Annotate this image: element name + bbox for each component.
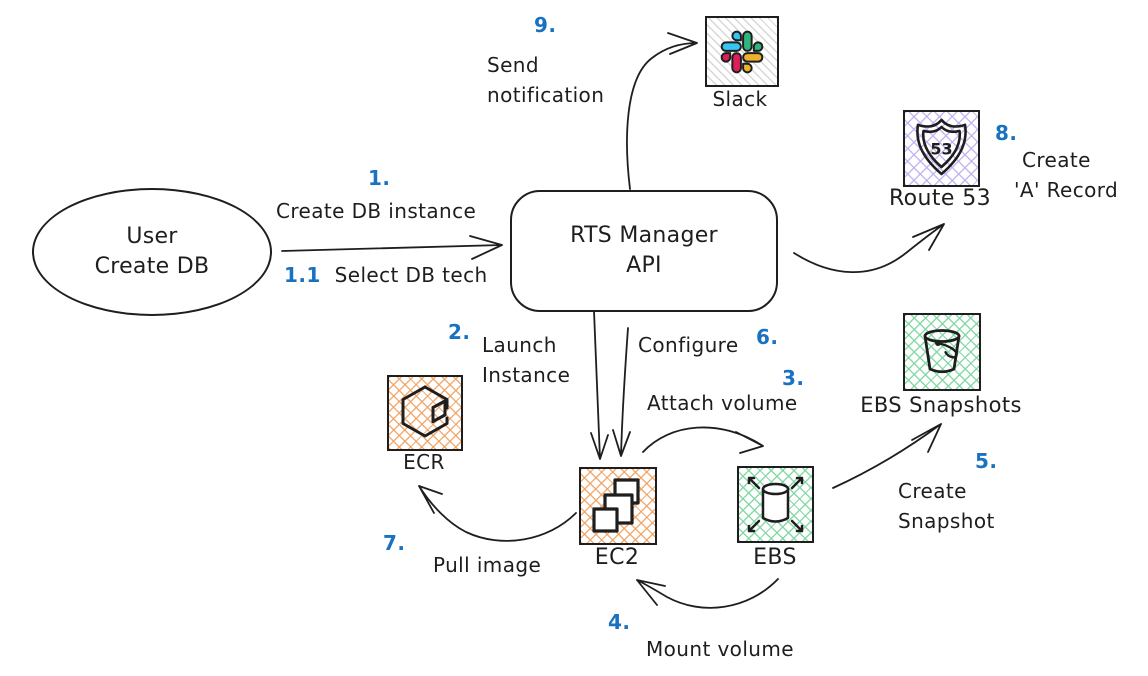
slack-logo-icon (720, 30, 764, 73)
step8-label-line2: 'A' Record (1014, 178, 1119, 202)
ebs-caption: EBS (753, 545, 797, 570)
route53-caption: Route 53 (888, 186, 992, 211)
step6-number: 6. (756, 325, 779, 349)
step1-1: 1.1 Select DB tech (284, 260, 488, 290)
ecr-icon (387, 375, 463, 451)
user-label-line2: Create DB (94, 254, 210, 279)
step9-label-line2: notification (487, 83, 605, 107)
ec2-icon (579, 467, 657, 545)
node-rts-manager-api: RTS Manager API (510, 190, 778, 312)
step1-1-label: Select DB tech (334, 263, 488, 287)
step2-label-line2: Instance (482, 363, 571, 387)
step8-number: 8. (995, 121, 1018, 145)
rts-label-line1: RTS Manager (570, 223, 718, 248)
step7-label: Pull image (433, 553, 542, 577)
edge-rts-to-ec2-straight (590, 310, 609, 460)
step5-label-line1: Create (898, 479, 967, 503)
edge-rts-to-route53 (793, 223, 945, 274)
edge-rts-to-ec2-configure (612, 327, 631, 457)
slack-caption: Slack (712, 87, 768, 111)
ec2-caption: EC2 (594, 545, 640, 570)
step4-number: 4. (608, 610, 631, 634)
step3-number: 3. (782, 366, 805, 390)
edge-ebs-to-ec2-mount (636, 578, 779, 609)
route53-icon: 53 (903, 110, 980, 187)
step2-number: 2. (448, 320, 471, 344)
step5-label: Create Snapshot (898, 476, 995, 536)
ec2-instances-icon (592, 478, 640, 533)
step6-label: Configure (638, 333, 739, 357)
bucket-icon (923, 329, 961, 374)
step1-1-number: 1.1 (284, 263, 321, 287)
step4-label: Mount volume (646, 637, 794, 661)
step8-label-line1: Create (1022, 148, 1091, 172)
ebs-volume-icon (747, 476, 804, 533)
ecr-caption: ECR (403, 450, 445, 474)
step7-number: 7. (383, 531, 406, 555)
rts-label-line2: API (626, 253, 662, 278)
edge-ec2-to-ecr-pull (418, 485, 577, 542)
node-user: User Create DB (32, 188, 272, 316)
edge-rts-to-slack (626, 32, 698, 190)
step1-number: 1. (368, 166, 391, 190)
ebs-icon (737, 466, 814, 543)
step2-label: Launch Instance (482, 330, 570, 390)
step1-label: Create DB instance (276, 199, 477, 223)
edge-ebs-to-snapshots (832, 423, 942, 489)
route53-shield-number: 53 (930, 140, 952, 159)
step9-label: Send notification (487, 50, 604, 110)
edge-user-to-rts (281, 235, 503, 260)
edge-ec2-to-ebs-attach (642, 426, 764, 454)
step8-label: Create 'A' Record (1014, 145, 1118, 205)
slack-icon (705, 16, 779, 87)
ebs-snapshots-caption: EBS Snapshots (860, 393, 1022, 417)
user-label-line1: User (126, 224, 178, 249)
step3-label: Attach volume (647, 391, 798, 415)
step9-label-line1: Send (487, 53, 539, 77)
ecr-cube-icon (401, 385, 449, 438)
step2-label-line1: Launch (482, 333, 557, 357)
step9-number: 9. (534, 13, 557, 37)
step5-label-line2: Snapshot (898, 509, 995, 533)
route53-shield-icon: 53 (916, 118, 967, 176)
step5-number: 5. (975, 449, 998, 473)
ebs-snapshots-icon (903, 313, 981, 391)
